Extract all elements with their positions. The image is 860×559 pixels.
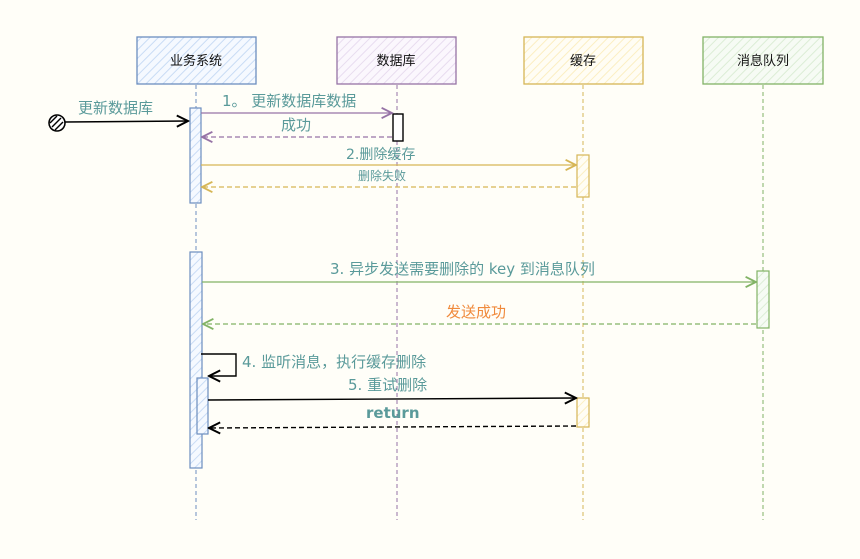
message-label-2: 成功 [281, 116, 311, 134]
activation-queue [756, 270, 770, 329]
activation-cache-2 [576, 397, 590, 428]
participant-business: 业务系统 [136, 36, 257, 85]
message-label-8: 5. 重试删除 [348, 376, 427, 394]
participant-label: 缓存 [570, 54, 596, 69]
participant-label: 业务系统 [170, 53, 222, 69]
message-label-6: 发送成功 [446, 303, 506, 321]
participant-cache: 缓存 [523, 36, 644, 85]
participant-label: 消息队列 [737, 53, 789, 69]
message-label-4: 删除失败 [358, 168, 406, 183]
message-arrow-7 [201, 353, 237, 376]
participant-label: 数据库 [376, 53, 415, 69]
activation-business-3 [196, 377, 209, 435]
participant-queue: 消息队列 [702, 36, 824, 85]
start-node [48, 114, 66, 132]
message-label-1: 1。 更新数据库数据 [222, 92, 356, 110]
message-label-7: 4. 监听消息，执行缓存删除 [242, 353, 426, 371]
activation-database [392, 113, 404, 142]
message-arrow-9 [209, 426, 577, 428]
activation-cache-1 [576, 154, 590, 198]
activation-business-1 [189, 107, 202, 204]
message-arrow-8 [207, 398, 576, 400]
message-label-3: 2.删除缓存 [346, 147, 415, 163]
start-label: 更新数据库 [78, 99, 153, 117]
activation-business-2 [189, 251, 203, 469]
message-label-5: 3. 异步发送需要删除的 key 到消息队列 [330, 260, 595, 278]
message-label-9: return [366, 404, 420, 422]
start-arrow [64, 121, 188, 122]
participant-database: 数据库 [336, 36, 457, 85]
